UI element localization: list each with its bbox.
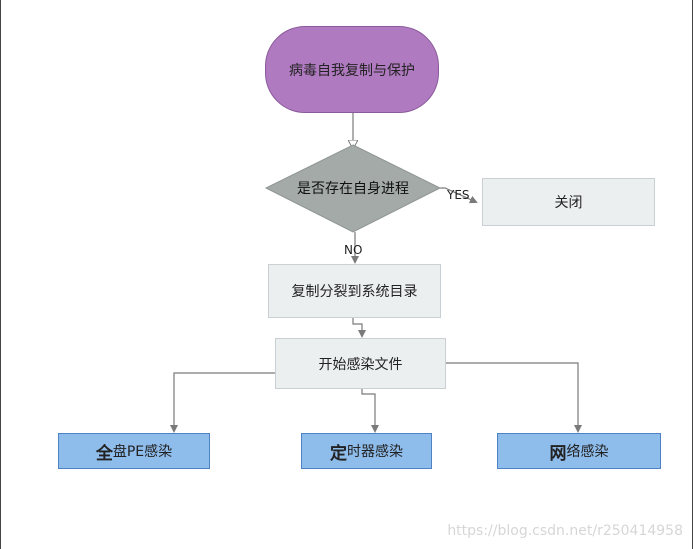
edge-copy-to-infect <box>352 318 366 338</box>
edge-infect-to-network <box>446 362 582 433</box>
copy-node-label: 复制分裂到系统目录 <box>291 284 418 300</box>
copy-to-system-node: 复制分裂到系统目录 <box>268 264 441 318</box>
close-node: 关闭 <box>482 178 655 226</box>
edge-decision-to-close <box>440 187 478 204</box>
timer-leaf-rest: 时器感染 <box>347 444 403 460</box>
yes-branch-label: YES <box>447 188 470 202</box>
start-node: 病毒自我复制与保护 <box>265 26 439 113</box>
start-infection-node: 开始感染文件 <box>275 338 446 389</box>
decision-node-label: 是否存在自身进程 <box>297 181 409 197</box>
network-leaf-rest: 络感染 <box>566 444 609 460</box>
timer-infection-node: 定时器感染 <box>301 433 432 469</box>
infect-node-label: 开始感染文件 <box>318 356 403 373</box>
pe-leaf-first-char: 全 <box>95 443 113 464</box>
decision-diamond <box>264 144 442 233</box>
network-leaf-first-char: 网 <box>549 443 567 464</box>
close-node-label: 关闭 <box>554 195 583 211</box>
pe-leaf-rest: 盘PE感染 <box>112 444 173 460</box>
frame-left-border <box>0 0 1 549</box>
network-infection-node: 网络感染 <box>497 433 661 469</box>
edge-infect-to-pe <box>170 372 275 433</box>
edge-infect-to-timer <box>361 389 379 433</box>
timer-leaf-first-char: 定 <box>330 443 347 464</box>
start-node-label: 病毒自我复制与保护 <box>289 62 415 79</box>
no-branch-label: NO <box>344 243 363 257</box>
watermark-text: https://blog.csdn.net/r250414958 <box>447 523 683 539</box>
full-disk-pe-infection-node: 全盘PE感染 <box>58 433 210 469</box>
